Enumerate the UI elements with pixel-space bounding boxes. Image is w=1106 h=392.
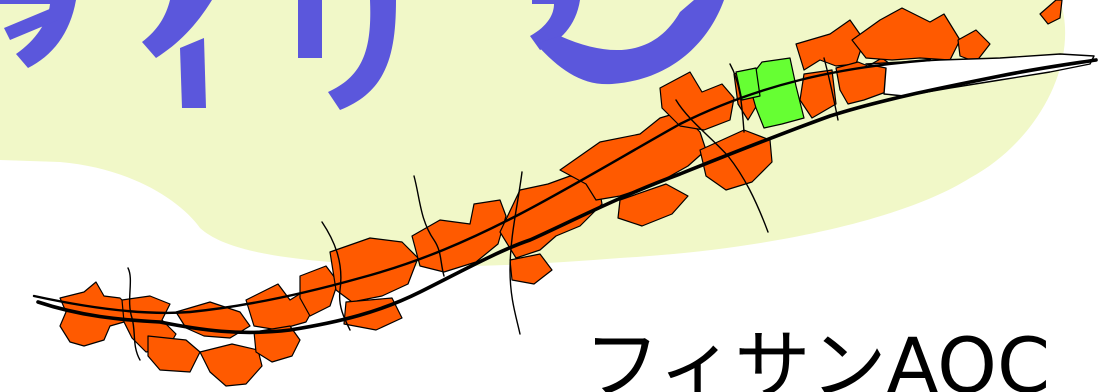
- stream-2: [321, 221, 351, 331]
- title-stroke: [180, 38, 206, 108]
- parcel-west-5: [199, 343, 263, 387]
- stream-1: [127, 267, 141, 361]
- backdrop-blob: [0, 0, 1066, 267]
- map-caption: フィサンAOC: [584, 321, 1050, 392]
- title-lettering: [0, 0, 724, 110]
- parcel-mid-2: [499, 175, 603, 259]
- stream-7: [823, 57, 839, 121]
- parcel-west-8: [299, 265, 339, 317]
- parcel-west-3: [147, 335, 201, 373]
- title-stroke: [142, 0, 212, 58]
- stream-3: [413, 175, 445, 277]
- title-stroke: [4, 8, 58, 40]
- parcel-east-7: [1039, 0, 1063, 25]
- title-stroke: [328, 0, 396, 110]
- stream-6: [729, 63, 745, 133]
- parcel-west-1: [59, 281, 133, 347]
- parcel-outline-east: [865, 53, 1095, 97]
- parcel-east-6: [957, 29, 991, 63]
- title-stroke: [298, 0, 322, 58]
- parcel-mid-3: [509, 253, 553, 285]
- backdrop-shape: [0, 0, 1066, 267]
- stream-4: [509, 171, 523, 335]
- highlighted-parcels: [735, 57, 805, 129]
- title-stroke: [536, 0, 724, 85]
- parcel-mid-6: [659, 71, 735, 131]
- parcel-west-7: [253, 325, 301, 363]
- unfilled-parcel: [865, 53, 1095, 97]
- road-lines: [32, 57, 1098, 361]
- parcel-mid-5: [617, 183, 689, 227]
- stream-5: [675, 99, 769, 233]
- main-road: [36, 58, 1098, 335]
- parcel-west-9: [329, 237, 419, 303]
- title-stroke: [0, 0, 76, 68]
- parcel-green-1: [747, 57, 805, 129]
- title-stroke: [530, 0, 580, 50]
